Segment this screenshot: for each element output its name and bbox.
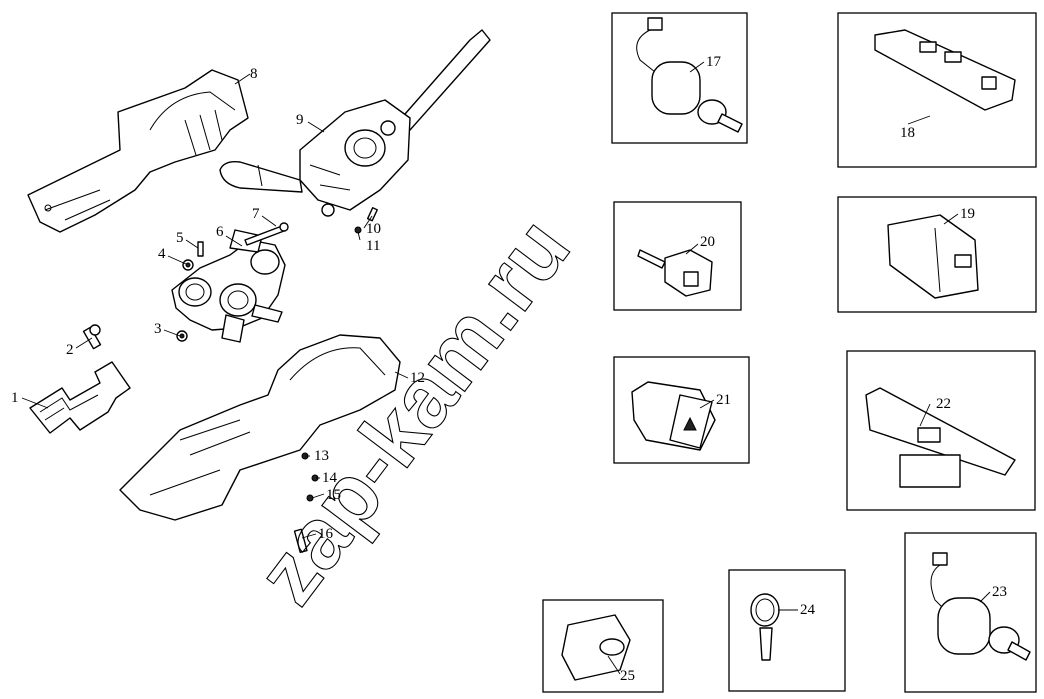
bracket-plate [29, 361, 131, 434]
callout-19: 19 [960, 206, 975, 222]
callout-14: 14 [322, 470, 338, 486]
panel-21 [613, 356, 750, 464]
callout-17: 17 [706, 54, 722, 70]
callout-25: 25 [620, 668, 635, 684]
panel-24 [728, 569, 846, 692]
callout-7: 7 [252, 206, 260, 222]
panel-20 [613, 201, 742, 311]
combination-switch [299, 29, 491, 217]
callout-20: 20 [700, 234, 715, 250]
panel-25 [542, 599, 664, 693]
callout-21: 21 [716, 392, 731, 408]
callout-3: 3 [154, 321, 162, 337]
callout-16: 16 [318, 526, 334, 542]
bolt-2 [82, 324, 102, 350]
callout-2: 2 [66, 342, 74, 358]
lower-column-shroud [119, 334, 401, 521]
panel-19 [837, 196, 1037, 313]
callout-6: 6 [216, 224, 224, 240]
callout-10: 10 [366, 221, 381, 237]
nut-3 [176, 330, 188, 342]
callout-labels: 1 2 3 4 5 6 7 8 9 10 11 12 13 14 15 16 1… [11, 54, 1007, 684]
screw-7 [244, 222, 289, 246]
callout-24: 24 [800, 602, 816, 618]
callout-15: 15 [326, 487, 341, 503]
screw-5 [197, 241, 204, 257]
callout-9: 9 [296, 112, 304, 128]
callout-18: 18 [900, 125, 915, 141]
leader-lines [21, 61, 991, 675]
screw-10 [366, 207, 378, 222]
panel-23 [904, 532, 1037, 693]
left-stalk [219, 160, 303, 193]
callout-11: 11 [366, 238, 380, 254]
callout-12: 12 [410, 370, 425, 386]
panel-22 [846, 350, 1036, 511]
callout-13: 13 [314, 448, 329, 464]
callout-4: 4 [158, 246, 166, 262]
ignition-switch-body [171, 229, 286, 343]
callout-5: 5 [176, 230, 184, 246]
nut-4 [182, 259, 194, 271]
upper-column-shroud [27, 69, 249, 233]
bolt-16 [293, 528, 308, 554]
callout-1: 1 [11, 390, 19, 406]
panel-17 [611, 12, 748, 144]
callout-22: 22 [936, 396, 951, 412]
callout-8: 8 [250, 66, 258, 82]
callout-23: 23 [992, 584, 1007, 600]
